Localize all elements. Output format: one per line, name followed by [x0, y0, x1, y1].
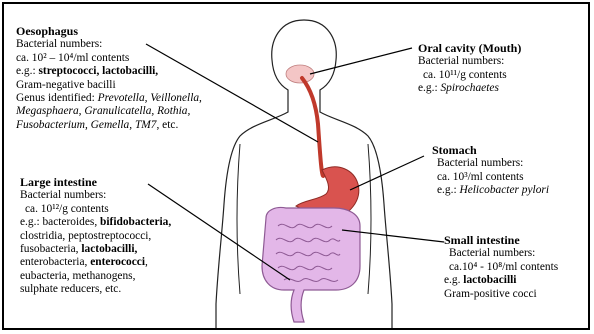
right-arm-inner [368, 144, 371, 294]
large-intestine-line4: enterobacteria, enterococci, [20, 256, 171, 269]
stomach-eg: e.g.: Helicobacter pylori [432, 184, 549, 197]
oesophagus-tube [302, 78, 324, 176]
oesophagus-eg: e.g.: streptococci, lactobacilli, [16, 65, 202, 78]
oesophagus-genus-line2: Megasphaera, Granulicatella, Rothia, [16, 105, 202, 118]
small-intestine-line2: Gram-positive cocci [444, 288, 558, 301]
oral-cavity-numbers-label: Bacterial numbers: [418, 55, 521, 68]
large-intestine-title: Large intestine [20, 176, 171, 189]
stomach-title: Stomach [432, 144, 549, 157]
small-intestine-eg: e.g. lactobacilli [444, 274, 558, 287]
large-intestine-line3: fusobacteria, lactobacilli, [20, 243, 171, 256]
oesophagus-count: ca. 10² – 10⁴/ml contents [16, 52, 202, 65]
oesophagus-genus: Genus identified: Prevotella, Veillonell… [16, 92, 202, 105]
oral-cavity-eg: e.g.: Spirochaetes [418, 82, 521, 95]
pointer-stomach [350, 156, 424, 190]
large-intestine-line6: sulphate reducers, etc. [20, 283, 171, 296]
stomach-numbers-label: Bacterial numbers: [432, 157, 549, 170]
oesophagus-numbers-label: Bacterial numbers: [16, 38, 202, 51]
small-intestine-title: Small intestine [444, 234, 558, 247]
small-intestine-numbers-label: Bacterial numbers: [444, 247, 558, 260]
oral-cavity-title: Oral cavity (Mouth) [418, 42, 521, 55]
stomach-count: ca. 10³/ml contents [432, 171, 549, 184]
large-intestine-label: Large intestine Bacterial numbers: ca. 1… [20, 176, 171, 297]
left-arm-inner [237, 144, 240, 294]
stomach-label: Stomach Bacterial numbers: ca. 10³/ml co… [432, 144, 549, 198]
oesophagus-genus-line3: Fusobacterium, Gemella, TM7, etc. [16, 119, 202, 132]
pointer-oral-cavity [310, 48, 412, 74]
oesophagus-label: Oesophagus Bacterial numbers: ca. 10² – … [16, 25, 202, 132]
oesophagus-eg-line2: Gram-negative bacilli [16, 79, 202, 92]
diagram-frame: Oesophagus Bacterial numbers: ca. 10² – … [2, 2, 590, 330]
large-intestine [262, 207, 360, 322]
oesophagus-title: Oesophagus [16, 25, 202, 38]
oral-cavity-count: ca. 10¹¹/g contents [418, 69, 521, 82]
small-intestine-count: ca.10⁴ - 10⁸/ml contents [444, 261, 558, 274]
large-intestine-line2: clostridia, peptostreptococci, [20, 230, 171, 243]
small-intestine-label: Small intestine Bacterial numbers: ca.10… [444, 234, 558, 301]
large-intestine-line5: eubacteria, methanogens, [20, 270, 171, 283]
large-intestine-count: ca. 10¹²/g contents [20, 203, 171, 216]
oral-cavity-label: Oral cavity (Mouth) Bacterial numbers: c… [418, 42, 521, 96]
large-intestine-eg: e.g.: bacteroides, bifidobacteria, [20, 216, 171, 229]
large-intestine-numbers-label: Bacterial numbers: [20, 189, 171, 202]
mouth-region [286, 65, 314, 83]
